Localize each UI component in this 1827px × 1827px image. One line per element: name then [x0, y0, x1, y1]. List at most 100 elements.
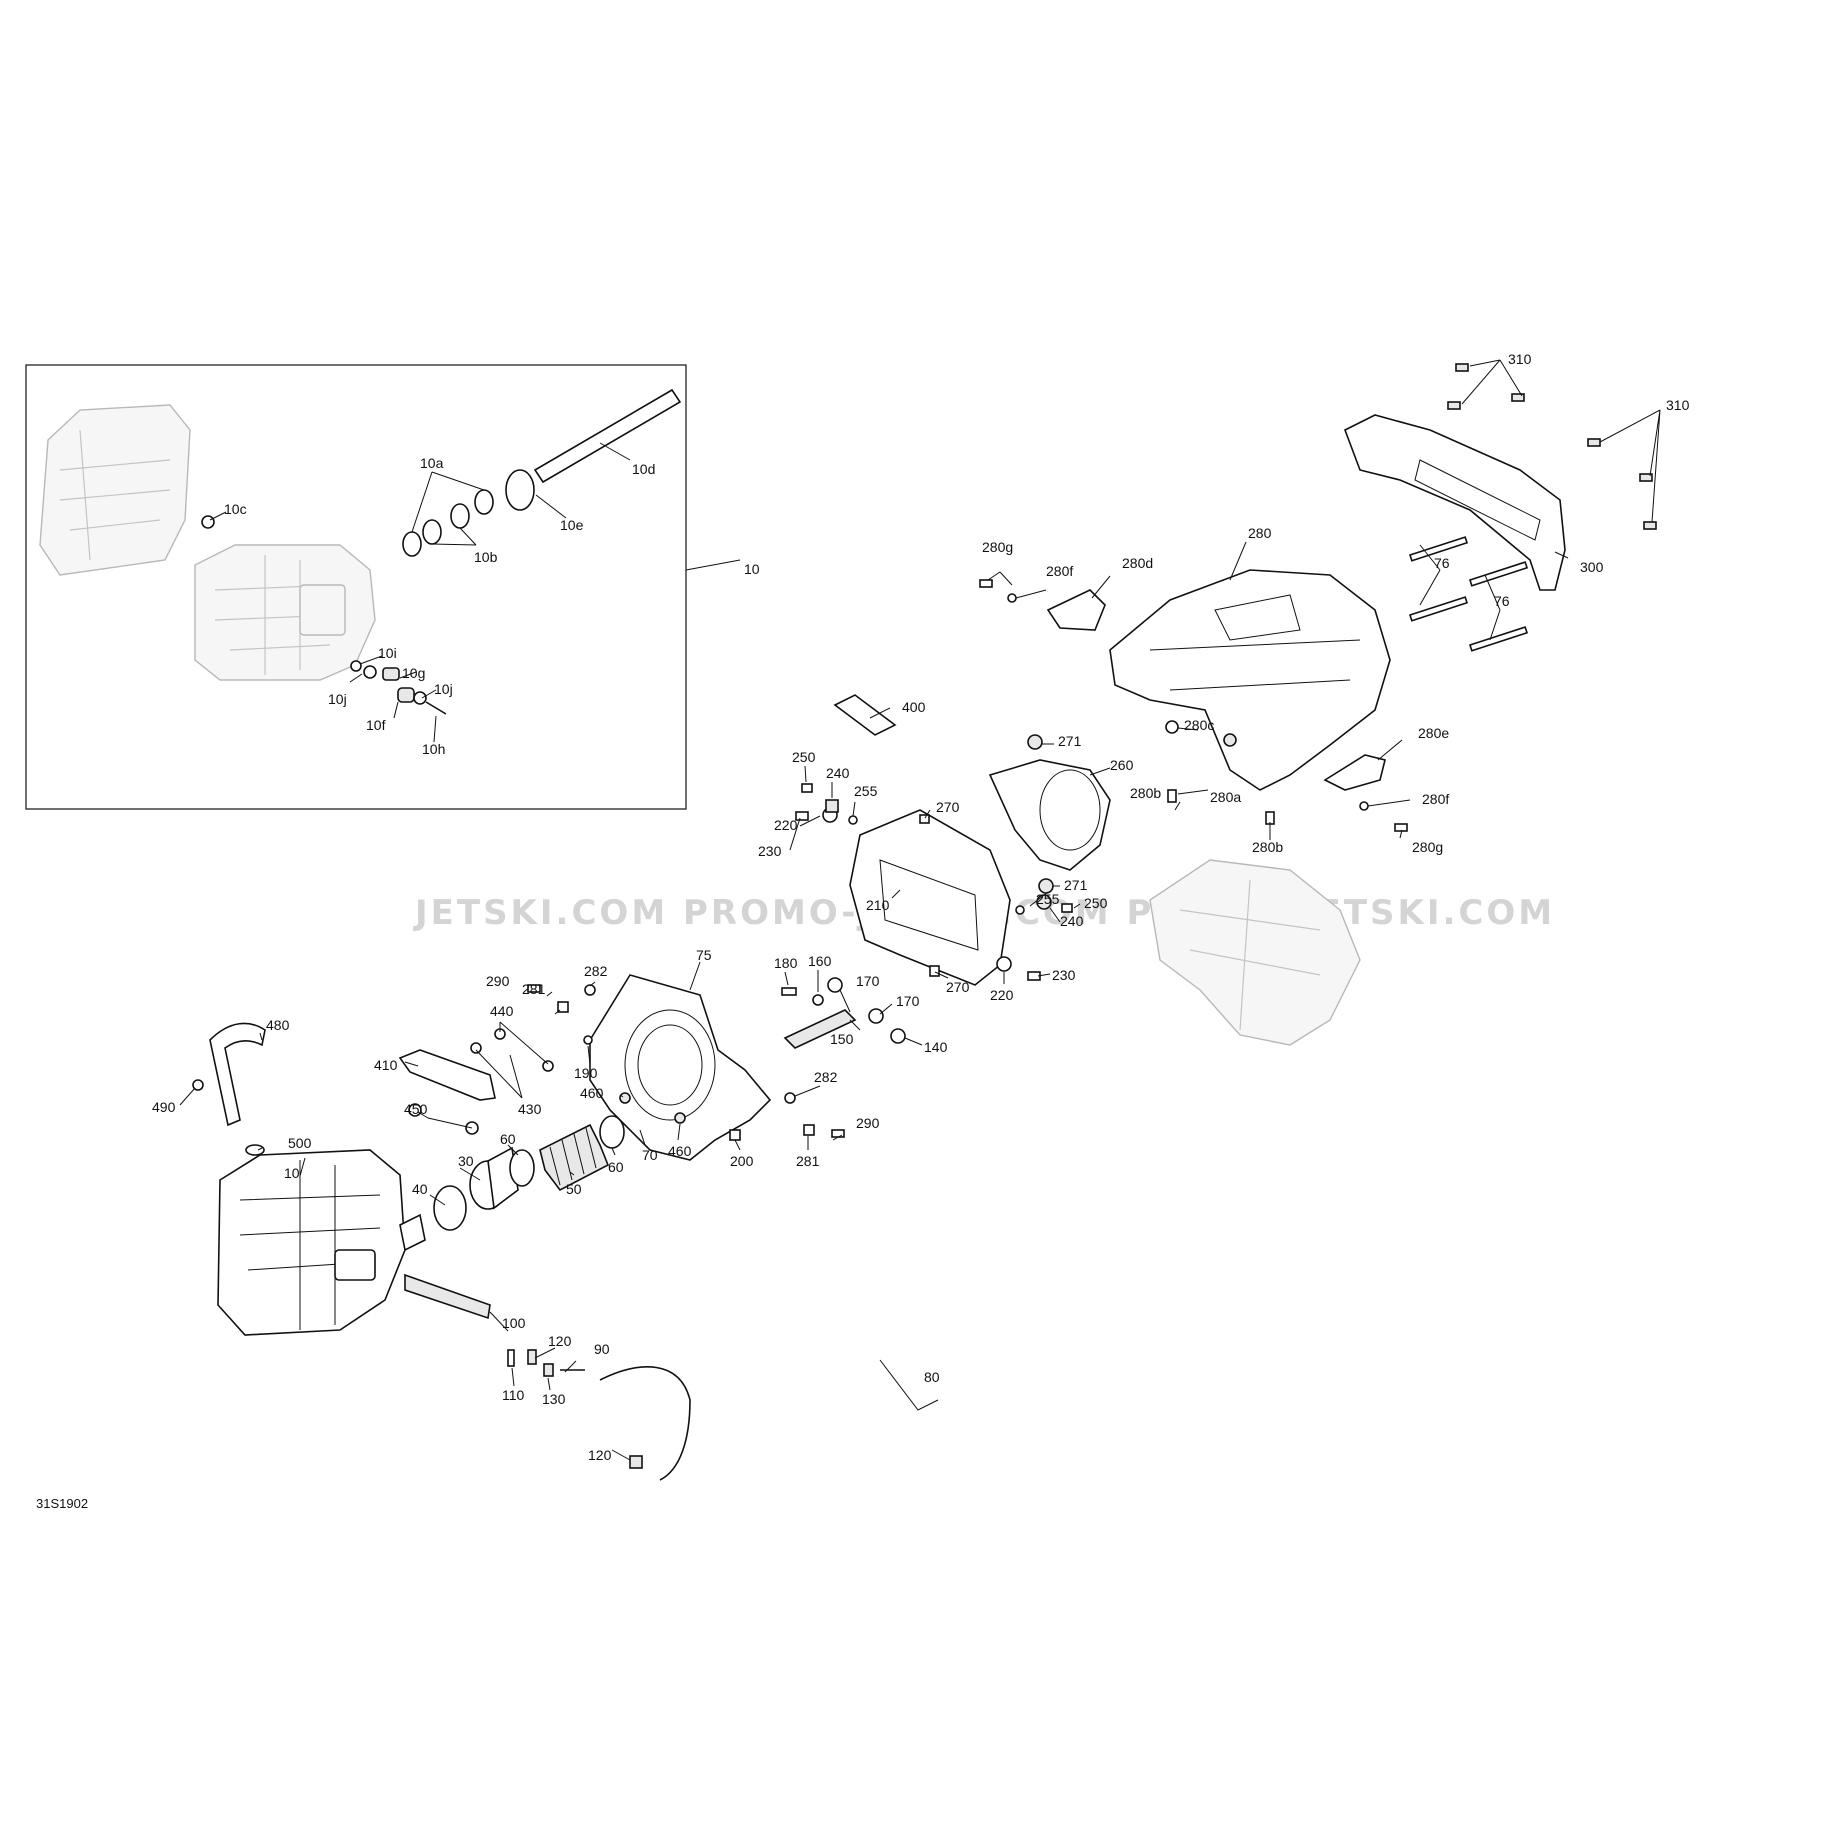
- callout-10i: 10i: [378, 645, 397, 661]
- part-310-bolt-c: [1511, 393, 1525, 402]
- callout-140: 140: [924, 1039, 948, 1055]
- callout-170-b: 170: [896, 993, 920, 1009]
- callout-280d: 280d: [1122, 555, 1153, 571]
- part-281-spacer-b: [803, 1124, 815, 1136]
- inset-frame: [25, 364, 687, 810]
- callout-255-b: 255: [1036, 891, 1060, 907]
- part-460-nut-b: [674, 1112, 686, 1124]
- callout-280f-b: 280f: [1422, 791, 1449, 807]
- part-300-top-bracket: [1343, 414, 1566, 591]
- part-250-bolt-b: [1061, 903, 1073, 913]
- part-10-main-assembly: [217, 1149, 426, 1336]
- part-440-washer: [542, 1060, 554, 1072]
- callout-10e: 10e: [560, 517, 584, 533]
- part-490-clip: [192, 1079, 204, 1091]
- callout-281-a: 281: [522, 981, 546, 997]
- callout-120-b: 120: [588, 1447, 612, 1463]
- callout-110: 110: [502, 1387, 525, 1403]
- callout-255-a: 255: [854, 783, 878, 799]
- callout-10f: 10f: [366, 717, 386, 733]
- part-130-fitting: [543, 1363, 554, 1377]
- part-280c-nut: [1223, 733, 1237, 747]
- part-30-40-couplers: [433, 1146, 519, 1231]
- callout-10d: 10d: [632, 461, 655, 477]
- callout-240-b: 240: [1060, 913, 1084, 929]
- part-500-ring: [245, 1144, 265, 1156]
- part-450-washer-a: [408, 1103, 422, 1117]
- part-76-bolt-b: [1408, 596, 1469, 622]
- part-280g-bolt-b: [1394, 823, 1408, 832]
- callout-250-b: 250: [1084, 895, 1108, 911]
- callout-240-a: 240: [826, 765, 850, 781]
- callout-460-a: 460: [580, 1085, 604, 1101]
- callout-310-a: 310: [1508, 351, 1532, 367]
- callout-230-b: 230: [1052, 967, 1076, 983]
- callout-160: 160: [808, 953, 832, 969]
- callout-30: 30: [458, 1153, 474, 1169]
- callout-210: 210: [866, 897, 890, 913]
- callout-10a: 10a: [420, 455, 444, 471]
- callout-90: 90: [594, 1341, 610, 1357]
- callout-290-b: 290: [856, 1115, 880, 1131]
- part-240-spacer-a: [825, 799, 839, 813]
- part-110-pin: [507, 1349, 515, 1367]
- reference-assembly-ghost: [1149, 859, 1361, 1046]
- part-255-washer-b: [1015, 905, 1025, 915]
- callout-10j-left: 10j: [328, 691, 347, 707]
- callout-280b-b: 280b: [1252, 839, 1283, 855]
- part-310-bolt-a: [1455, 363, 1469, 372]
- callout-280a: 280a: [1210, 789, 1241, 805]
- part-76-bolt-d: [1468, 626, 1529, 652]
- callout-10-inset: 10: [744, 561, 760, 577]
- part-120-fitting-a: [527, 1349, 537, 1365]
- callout-290-a: 290: [486, 973, 510, 989]
- callout-230-a: 230: [758, 843, 782, 859]
- callout-280: 280: [1248, 525, 1272, 541]
- part-310-bolt-b: [1447, 401, 1461, 410]
- part-310-bolt-d: [1587, 438, 1601, 447]
- callout-80: 80: [924, 1369, 940, 1385]
- callout-70: 70: [642, 1147, 658, 1163]
- callout-170-a: 170: [856, 973, 880, 989]
- callout-280b-a: 280b: [1130, 785, 1161, 801]
- part-430-washer: [470, 1042, 482, 1054]
- part-250-bolt-a: [801, 783, 813, 793]
- callout-10g: 10g: [402, 665, 425, 681]
- part-76-bolt-a: [1408, 536, 1469, 562]
- part-120-fitting-b: [629, 1455, 643, 1469]
- callout-300: 300: [1580, 559, 1604, 575]
- callout-281-b: 281: [796, 1153, 820, 1169]
- callout-60-b: 60: [608, 1159, 624, 1175]
- part-170-bushing-a: [827, 977, 843, 993]
- part-280e-guide: [1323, 754, 1386, 791]
- callout-130: 130: [542, 1391, 566, 1407]
- part-282-washer-b: [784, 1092, 796, 1104]
- callout-490: 490: [152, 1099, 176, 1115]
- callout-10c: 10c: [224, 501, 247, 517]
- leader-lines: [179, 359, 1661, 1461]
- part-290-bolt-a: [527, 984, 541, 993]
- part-160-washer: [812, 994, 824, 1006]
- callout-430: 430: [518, 1101, 542, 1117]
- callout-10j-right: 10j: [434, 681, 453, 697]
- callout-60-a: 60: [500, 1131, 516, 1147]
- callout-76-a: 76: [1434, 555, 1450, 571]
- part-150-arm: [783, 1009, 857, 1049]
- callout-410: 410: [374, 1057, 398, 1073]
- callout-50: 50: [566, 1181, 582, 1197]
- part-60-clamp-a: [509, 1149, 535, 1187]
- callout-280e: 280e: [1418, 725, 1449, 741]
- part-10a-10b-orings: [402, 489, 494, 557]
- callout-282-b: 282: [814, 1069, 838, 1085]
- part-280c-washer: [1165, 720, 1179, 734]
- callout-200: 200: [730, 1153, 754, 1169]
- part-255-washer-a: [848, 815, 858, 825]
- callout-220-a: 220: [774, 817, 798, 833]
- callout-180: 180: [774, 955, 798, 971]
- part-270-screw-b: [929, 965, 940, 977]
- callout-310-b: 310: [1666, 397, 1690, 413]
- callout-270-a: 270: [936, 799, 960, 815]
- callout-500: 500: [288, 1135, 312, 1151]
- part-75-housing: [589, 974, 772, 1161]
